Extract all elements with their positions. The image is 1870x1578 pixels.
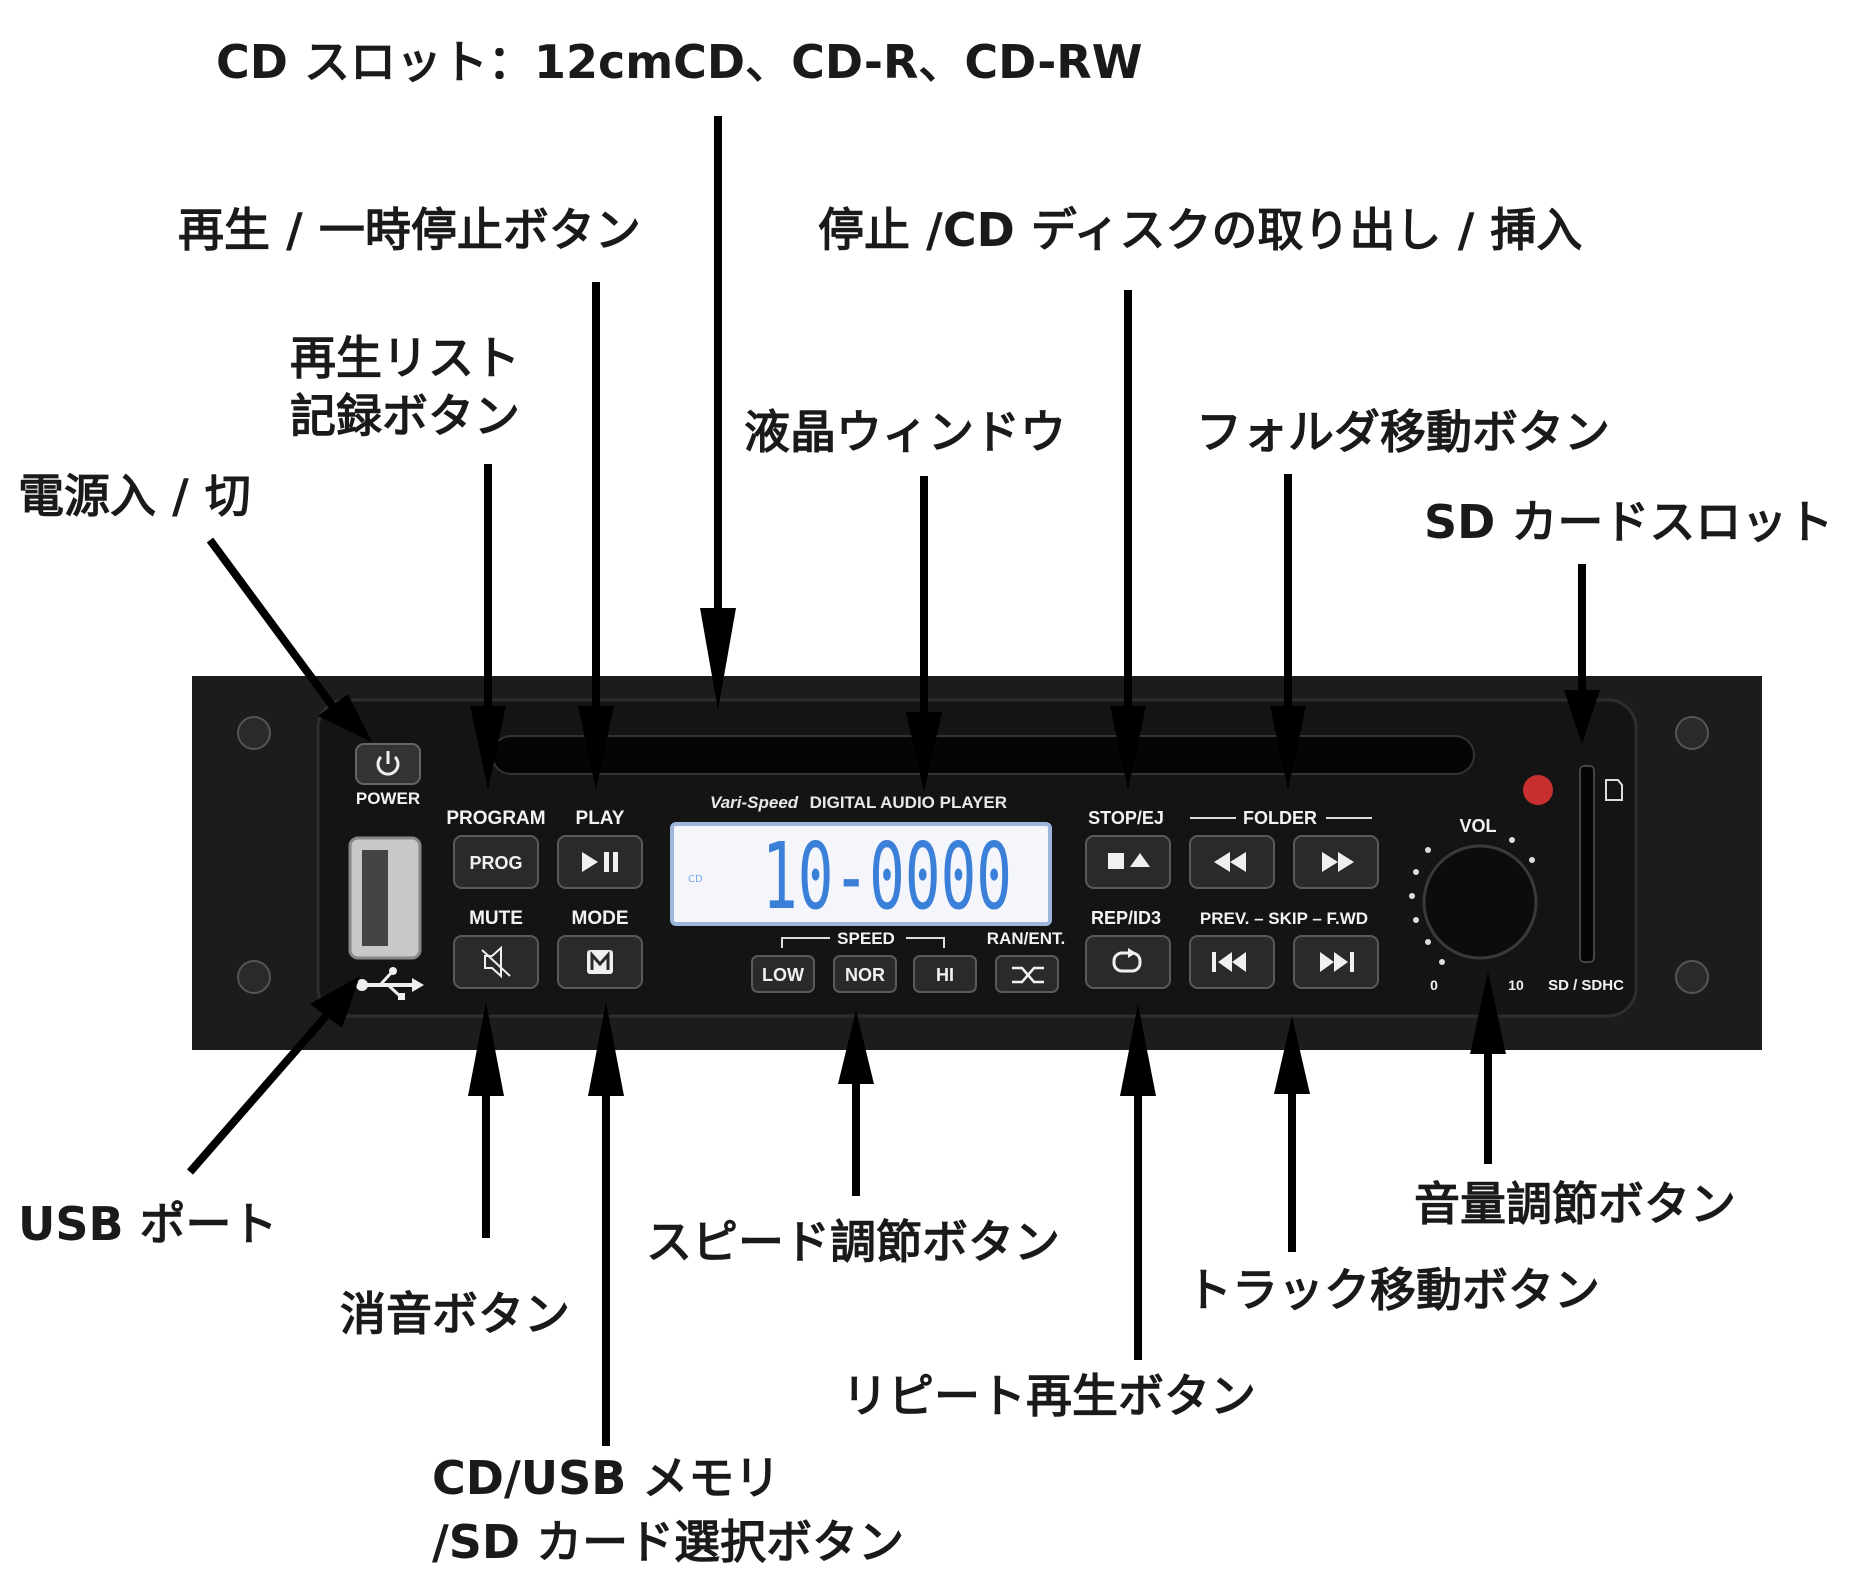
mute-label: MUTE: [469, 908, 523, 929]
callout-repeat: リピート再生ボタン: [842, 1369, 1256, 1423]
arrow-power: [206, 537, 372, 742]
callout-program-line1: 再生リスト: [290, 331, 520, 385]
mode-icon: [587, 950, 613, 974]
repeat-button[interactable]: [1085, 935, 1171, 989]
callout-labels: CD スロット：12cmCD、CD-R、CD-RW 再生 / 一時停止ボタン 停…: [18, 35, 1833, 1569]
screw-top-right: [1675, 716, 1709, 750]
ran-label: RAN/ENT.: [987, 929, 1065, 948]
callout-usb-port: USB ポート: [18, 1197, 278, 1251]
callout-sd-slot: SD カードスロット: [1424, 495, 1833, 549]
prog-button[interactable]: [453, 835, 539, 889]
usb-port-inner: [362, 850, 388, 946]
speed-bracket: [781, 937, 945, 948]
speed-label: SPEED: [837, 929, 895, 948]
speed-hi-label: HI: [936, 965, 954, 985]
callout-mute: 消音ボタン: [340, 1287, 570, 1341]
arrow-mute: [468, 1002, 504, 1238]
arrow-lcd: [906, 476, 942, 792]
vol-label: VOL: [1459, 816, 1496, 836]
brand-text: Vari-Speed DIGITAL AUDIO PLAYER: [710, 793, 1007, 813]
callout-play-pause: 再生 / 一時停止ボタン: [178, 203, 641, 257]
callout-mode-line1: CD/USB メモリ: [432, 1451, 780, 1505]
program-label: PROGRAM: [446, 808, 545, 829]
repeat-icon: [1112, 948, 1142, 973]
mode-label: MODE: [572, 908, 629, 929]
volume-knob[interactable]: [1422, 844, 1538, 960]
screw-top-left: [237, 716, 271, 750]
callout-volume: 音量調節ボタン: [1414, 1177, 1736, 1231]
vol-min-label: 0: [1430, 977, 1438, 993]
arrow-play-pause: [578, 282, 614, 790]
arrow-track: [1274, 1016, 1310, 1252]
shuffle-icon: [1012, 966, 1044, 984]
lcd-window: [670, 822, 1052, 926]
skip-previous-icon: [1212, 952, 1246, 972]
arrow-folder: [1270, 474, 1306, 790]
arrow-volume: [1470, 972, 1506, 1164]
play-label: PLAY: [576, 808, 625, 829]
callout-track-move: トラック移動ボタン: [1186, 1263, 1600, 1317]
stop-label: STOP/EJ: [1088, 808, 1164, 828]
mute-icon: [481, 945, 511, 979]
arrow-speed: [838, 1010, 874, 1196]
power-icon: [376, 751, 400, 776]
arrow-repeat: [1120, 1004, 1156, 1360]
usb-icon: [356, 967, 424, 1000]
screw-bottom-left: [237, 960, 271, 994]
arrow-sd-slot: [1564, 564, 1600, 744]
play-pause-icon: [582, 852, 618, 872]
rep-label: REP/ID3: [1091, 908, 1161, 928]
fast-forward-icon: [1322, 852, 1354, 872]
screw-bottom-right: [1675, 960, 1709, 994]
cd-slot[interactable]: [491, 735, 1475, 775]
arrow-stop-eject: [1110, 290, 1146, 790]
brand-italic: Vari-Speed: [710, 793, 799, 812]
arrow-usb: [186, 976, 360, 1175]
callout-mode-line2: /SD カード選択ボタン: [432, 1515, 904, 1569]
speed-nor-button[interactable]: [833, 955, 897, 993]
rewind-icon: [1214, 852, 1246, 872]
sd-card-icon: [1605, 779, 1623, 801]
callout-folder-move: フォルダ移動ボタン: [1196, 405, 1610, 459]
stop-eject-icon: [1108, 853, 1150, 869]
arrow-program: [470, 464, 506, 790]
callout-stop-eject: 停止 /CD ディスクの取り出し / 挿入: [818, 203, 1582, 257]
callout-speed: スピード調節ボタン: [646, 1215, 1060, 1269]
prog-button-label: PROG: [469, 853, 522, 873]
lcd-small-label: CD: [688, 874, 703, 885]
speed-nor-label: NOR: [845, 965, 885, 985]
callout-lcd-window: 液晶ウィンドウ: [744, 405, 1066, 459]
skip-label: PREV. – SKIP – F.WD: [1200, 909, 1368, 928]
callout-cd-slot: CD スロット：12cmCD、CD-R、CD-RW: [216, 35, 1142, 89]
sd-card-slot[interactable]: [1579, 765, 1595, 963]
speed-hi-button[interactable]: [913, 955, 977, 993]
volume-scale-dots: [1409, 837, 1535, 965]
folder-label: FOLDER: [1243, 808, 1317, 828]
brand-rest: DIGITAL AUDIO PLAYER: [810, 793, 1007, 812]
speed-low-button[interactable]: [751, 955, 815, 993]
speed-low-label: LOW: [762, 965, 804, 985]
callout-power: 電源入 / 切: [18, 469, 251, 523]
arrow-mode: [588, 1002, 624, 1446]
skip-next-icon: [1320, 952, 1354, 972]
callout-program-line2: 記録ボタン: [290, 389, 520, 443]
power-label: POWER: [356, 789, 420, 808]
arrow-cd-slot: [700, 116, 736, 710]
vol-max-label: 10: [1508, 977, 1524, 993]
callout-arrows: [186, 116, 1600, 1446]
power-led: [1523, 775, 1553, 805]
sd-label: SD / SDHC: [1548, 977, 1624, 994]
cd-player-panel: POWER PROGRAM PROG PLAY MUTE: [192, 676, 1762, 1050]
lcd-display: 10-0000: [762, 823, 1012, 930]
play-pause-button[interactable]: [557, 835, 643, 889]
stop-eject-button[interactable]: [1085, 835, 1171, 889]
